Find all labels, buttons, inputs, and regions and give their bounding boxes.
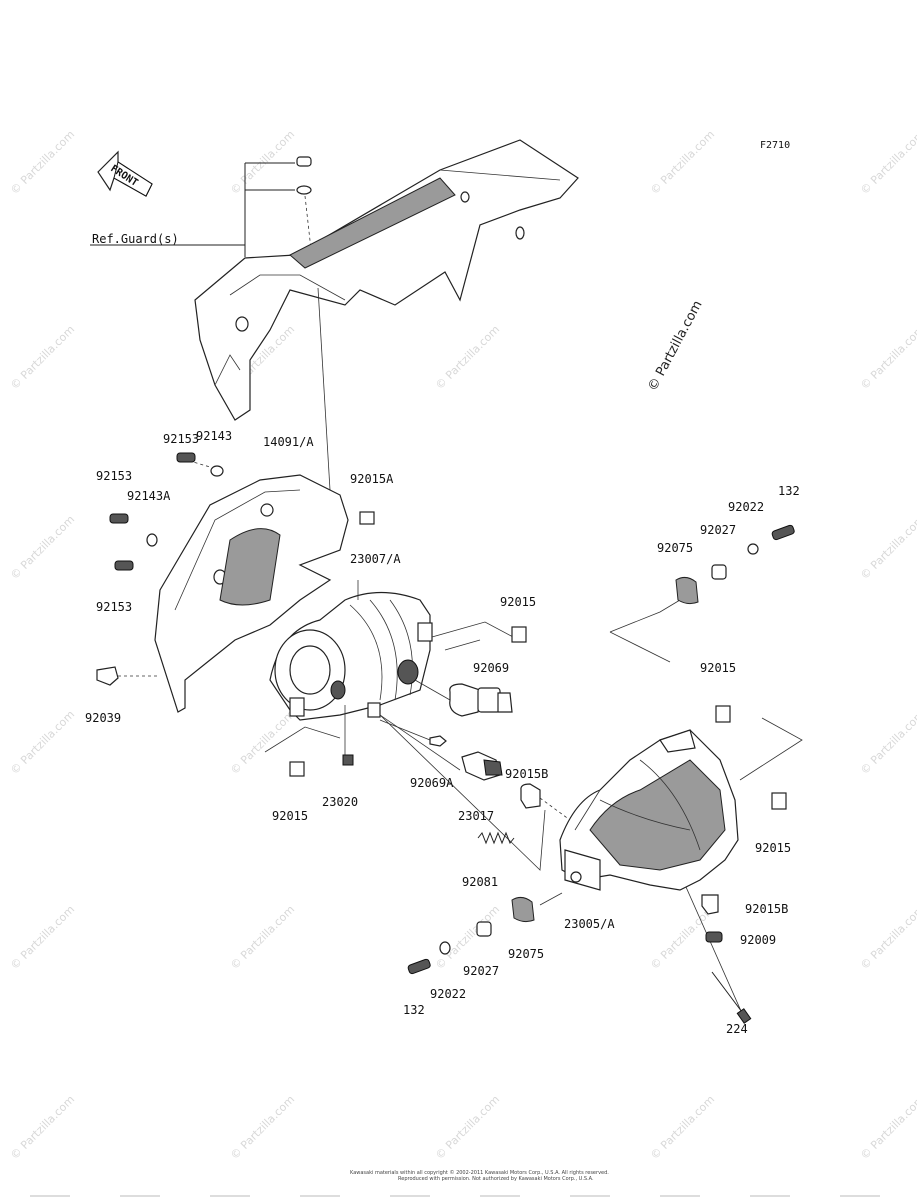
grommet-92075-icon: [675, 576, 699, 605]
part-label: 92027: [700, 523, 736, 537]
watermark: © Partzilla.com: [228, 903, 297, 972]
watermark: © Partzilla.com: [8, 708, 77, 777]
watermark: © Partzilla.com: [858, 903, 917, 972]
part-label: 23020: [322, 795, 358, 809]
watermark: © Partzilla.com: [648, 128, 717, 197]
watermark: © Partzilla.com: [648, 1093, 717, 1162]
part-label: 92153: [96, 600, 132, 614]
page-edge-marks: [30, 1195, 880, 1197]
partzilla-watermark: © Partzilla.com: [645, 298, 705, 394]
leader-lines: [264, 580, 803, 1021]
left-fasteners: [96, 452, 224, 686]
clip-23020-icon: [342, 754, 354, 766]
part-label: 92015A: [350, 472, 394, 486]
part-label: 92022: [728, 500, 764, 514]
screw-icon: [176, 452, 196, 463]
bolt-224-icon: [711, 971, 746, 1017]
copyright-line: Reproduced with permission. Not authoriz…: [398, 1176, 594, 1182]
part-label: 92153: [96, 469, 132, 483]
clip-92015a-icon: [359, 511, 375, 525]
headlight-housing: [269, 591, 433, 721]
ref-guard-label: Ref.Guard(s): [92, 232, 179, 246]
watermark: © Partzilla.com: [433, 903, 502, 972]
copyright-line: Kawasaki materials within all copyright …: [350, 1169, 609, 1176]
part-label: 92039: [85, 711, 121, 725]
washer-icon: [439, 941, 451, 955]
part-label: 92009: [740, 933, 776, 947]
collar-92027-icon: [476, 921, 492, 937]
watermark: © Partzilla.com: [8, 1093, 77, 1162]
part-label: 92069A: [410, 776, 454, 790]
headlight-bulb: [449, 683, 513, 717]
part-label: 23005/A: [564, 917, 615, 931]
watermark: © Partzilla.com: [433, 1093, 502, 1162]
socket-23017: [461, 751, 503, 781]
watermark: © Partzilla.com: [858, 128, 917, 197]
part-label: 92143: [196, 429, 232, 443]
part-label: 92022: [430, 987, 466, 1001]
screw-icon: [109, 513, 129, 524]
screw-icon: [296, 156, 312, 167]
clip-92015-icon: [771, 792, 787, 810]
watermark: © Partzilla.com: [228, 708, 297, 777]
part-label: 92075: [508, 947, 544, 961]
part-label: 132: [778, 484, 800, 498]
part-label: 92027: [463, 964, 499, 978]
part-label: 92153: [163, 432, 199, 446]
clip-92015-icon: [289, 761, 305, 777]
part-label: 92015: [500, 595, 536, 609]
bolt-132-icon: [407, 958, 431, 975]
upper-right-fasteners: [675, 524, 795, 605]
bolt-92009-icon: [705, 931, 723, 943]
clip-92015-icon: [715, 705, 731, 723]
washer-icon: [210, 465, 224, 477]
part-label: 92015: [272, 809, 308, 823]
part-label: 23007/A: [350, 552, 401, 566]
grommet-92015b-icon: [701, 894, 719, 915]
grommet-92075-icon: [511, 896, 535, 923]
watermark: © Partzilla.com: [8, 323, 77, 392]
part-label: 23017: [458, 809, 494, 823]
washer-icon: [296, 185, 312, 195]
watermark: © Partzilla.com: [8, 513, 77, 582]
watermark: © Partzilla.com: [433, 323, 502, 392]
part-label: 92081: [462, 875, 498, 889]
part-label: 92015: [755, 841, 791, 855]
part-label: 92015B: [505, 767, 548, 781]
watermark: © Partzilla.com: [228, 1093, 297, 1162]
part-label: 92015B: [745, 902, 788, 916]
watermark: © Partzilla.com: [858, 513, 917, 582]
part-label: 92075: [657, 541, 693, 555]
part-label: 14091/A: [263, 435, 314, 449]
washer-icon: [146, 533, 158, 547]
watermark: © Partzilla.com: [858, 1093, 917, 1162]
spring-92081-icon: [477, 831, 515, 845]
part-label: 132: [403, 1003, 425, 1017]
figure-code: F2710: [760, 140, 790, 151]
part-label: 92015: [700, 661, 736, 675]
watermark: © Partzilla.com: [858, 323, 917, 392]
watermark: © Partzilla.com: [858, 708, 917, 777]
watermark: © Partzilla.com: [8, 128, 77, 197]
headlight-bracket: [154, 474, 349, 713]
screw-icon: [114, 560, 134, 571]
front-arrow-icon: FRONT: [97, 150, 153, 197]
lower-fasteners: [407, 896, 535, 975]
grommet-92039-icon: [96, 666, 119, 686]
headlight-case-23005: [559, 729, 739, 891]
clip-92015-icon: [511, 626, 527, 643]
bulb-92069a-icon: [429, 735, 447, 747]
grommet-92015b-icon: [520, 783, 541, 809]
part-label: 92143A: [127, 489, 171, 503]
collar-92027-icon: [711, 564, 727, 580]
bolt-132-icon: [771, 524, 795, 541]
part-labels: 92153 92143 14091/A 92153 92143A 92015A …: [85, 429, 800, 1036]
headlight-guard-cover: [194, 139, 579, 421]
watermark: © Partzilla.com: [8, 903, 77, 972]
part-label: 92069: [473, 661, 509, 675]
part-label: 224: [726, 1022, 748, 1036]
washer-icon: [747, 543, 759, 555]
